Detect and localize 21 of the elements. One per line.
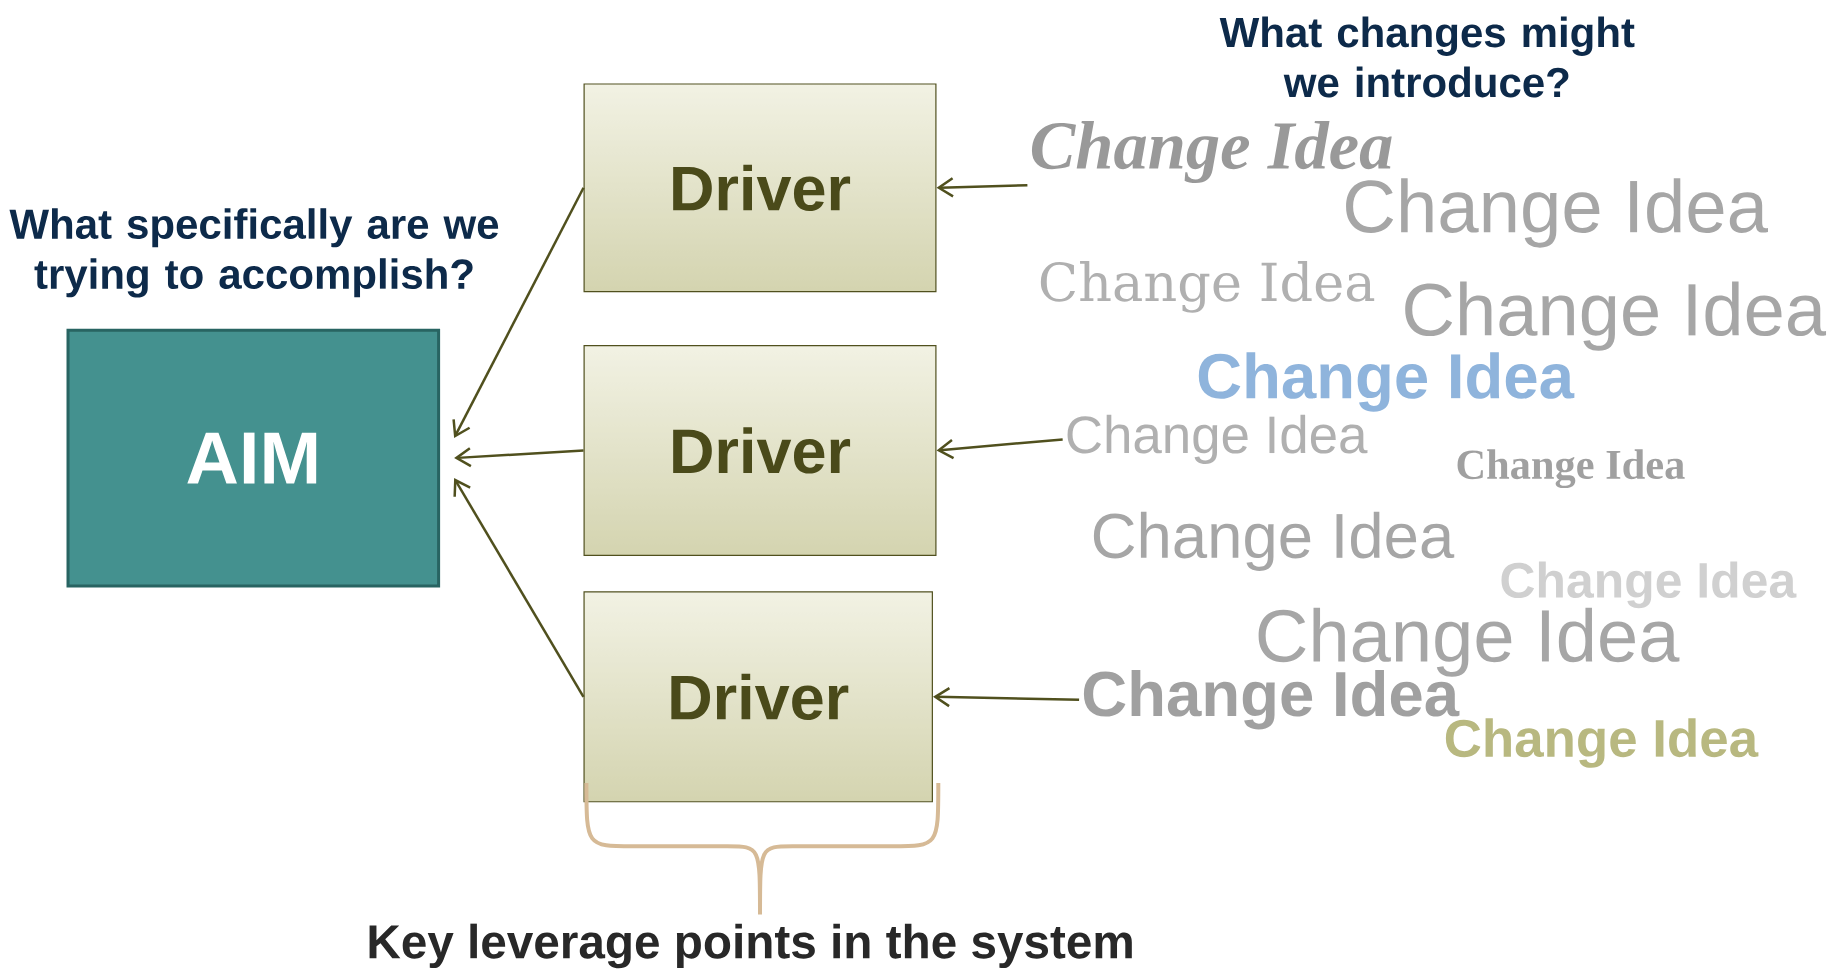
- arrow: [932, 687, 1080, 708]
- caption: Key leverage points in the system: [369, 923, 1132, 969]
- arrow: [453, 478, 585, 698]
- change-idea: Change Idea: [1093, 511, 1455, 571]
- arrow: [936, 177, 1028, 198]
- question-heading: What specifically are we trying to accomplish?: [9, 208, 499, 298]
- aim-box: AIM: [66, 328, 441, 588]
- change-idea: Change Idea: [1457, 449, 1685, 489]
- driver-box: Driver: [583, 591, 933, 803]
- change-idea: Change Idea: [1040, 261, 1375, 313]
- driver-box: Driver: [583, 83, 937, 293]
- driver-box: Driver: [583, 344, 937, 557]
- arrow: [454, 447, 584, 468]
- arrow: [936, 438, 1063, 460]
- question-heading: What changes might we introduce?: [1219, 16, 1635, 98]
- change-idea: Change Idea: [1067, 414, 1368, 464]
- change-idea: Change Idea: [1198, 352, 1575, 412]
- change-idea: Change Idea: [1346, 178, 1768, 248]
- change-idea: Change Idea: [1445, 718, 1759, 768]
- change-idea: Change Idea: [1405, 281, 1827, 351]
- arrow: [452, 187, 585, 439]
